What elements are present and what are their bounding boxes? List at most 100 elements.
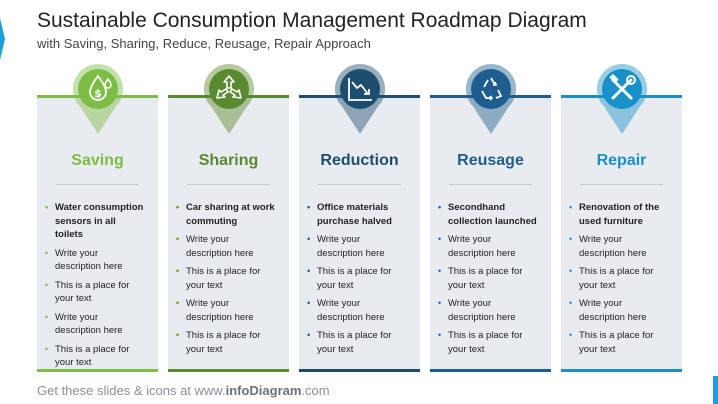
- bullet-dot: •: [438, 202, 442, 212]
- bullet-dot: •: [569, 202, 573, 212]
- bullet-list: •Office materials purchase halved•Write …: [307, 201, 407, 361]
- bullet-item: • This is a place for your text: [45, 279, 145, 306]
- footer-suffix: .com: [301, 383, 330, 398]
- bullet-text: This is a place for your text: [448, 266, 523, 291]
- bullet-dot: •: [569, 234, 573, 244]
- bullet-item: • This is a place for your text: [45, 343, 145, 370]
- bullet-text: This is a place for your text: [55, 343, 130, 369]
- bullet-text: This is a place for your text: [448, 330, 523, 355]
- bullet-text: Renovation of the used furniture: [579, 202, 660, 227]
- column-repair: [561, 95, 682, 372]
- bullet-dot: •: [569, 330, 573, 340]
- bullet-dot: •: [45, 247, 49, 258]
- bullet-item: • This is a place for your text: [176, 265, 276, 292]
- bullet-text: Write your description here: [317, 234, 385, 259]
- bullet-item: • Water consumption sensors in all toilet…: [45, 201, 145, 242]
- bullet-dot: •: [438, 234, 442, 244]
- column-title: Repair: [596, 152, 647, 169]
- bullet-text: This is a place for your text: [186, 330, 261, 355]
- bullet-text: Write your description here: [317, 298, 385, 323]
- bullet-item: • Write your description here: [45, 247, 145, 274]
- bullet-item: •Write your description here: [307, 233, 407, 260]
- bullet-text: Car sharing at work commuting: [186, 202, 275, 227]
- bullet-text: Write your description here: [448, 298, 516, 323]
- bullet-item: • This is a place for your text: [307, 265, 407, 292]
- money-drops-icon: $: [81, 72, 115, 106]
- bullet-dot: •: [176, 202, 180, 212]
- column-bottom-bar: [561, 369, 682, 372]
- column-bottom-bar: [168, 369, 289, 372]
- bullet-text: Write your description here: [55, 247, 123, 273]
- bullet-dot: •: [438, 330, 442, 340]
- footer-brand: infoDiagram: [225, 383, 302, 398]
- bullet-dot: •: [45, 279, 49, 290]
- bullet-text: This is a place for your text: [579, 330, 654, 355]
- bullet-item: • Write your description here: [176, 233, 276, 260]
- bullet-item: • This is a place for your text: [438, 329, 538, 356]
- column-bottom-bar: [37, 369, 158, 372]
- bullet-list: •Renovation of the used furniture•Write …: [569, 201, 669, 361]
- decrease-chart-icon: [343, 72, 377, 106]
- bullet-item: • This is a place for your text: [176, 329, 276, 356]
- bullet-dot: •: [307, 298, 311, 308]
- column-title: Reusage: [457, 152, 524, 169]
- bullet-item: • Write your description here: [569, 233, 669, 260]
- bullet-text: Write your description here: [448, 234, 516, 259]
- bullet-text: This is a place for your text: [186, 266, 261, 291]
- bullet-dot: •: [569, 298, 573, 308]
- bullet-dot: •: [45, 343, 49, 354]
- bullet-text: Write your description here: [55, 311, 123, 337]
- bullet-item: • This is a place for your text: [438, 265, 538, 292]
- bullet-item: • This is a place for your text: [307, 329, 407, 356]
- column-title: Sharing: [198, 152, 259, 169]
- bullet-item: •This is a place for your text: [569, 265, 669, 292]
- bullet-text: This is a place for your text: [317, 330, 392, 355]
- bullet-dot: •: [176, 330, 180, 340]
- column-saving: [37, 95, 158, 372]
- column-divider: [449, 184, 532, 185]
- bullet-item: • Write your description here: [45, 311, 145, 338]
- bullet-dot: •: [45, 311, 49, 322]
- bullet-text: Water consumption sensors in all toilets: [55, 202, 144, 240]
- share-arrows-icon: [212, 72, 246, 106]
- column-sharing: [168, 95, 289, 372]
- column-reduction: [299, 95, 420, 372]
- bullet-dot: •: [307, 202, 311, 212]
- column-title: Reduction: [320, 152, 399, 169]
- bullet-dot: •: [569, 266, 573, 276]
- column-divider: [56, 184, 139, 185]
- bullet-dot: •: [307, 330, 311, 340]
- column-divider: [318, 184, 401, 185]
- bullet-text: Write your description here: [579, 234, 647, 259]
- column-title: Saving: [71, 152, 124, 169]
- column-bottom-bar: [299, 369, 420, 372]
- bullet-list: •Secondhand collection launched•Write yo…: [438, 201, 538, 361]
- bullet-dot: •: [438, 266, 442, 276]
- bullet-item: •Secondhand collection launched: [438, 201, 538, 228]
- bullet-item: •Write your description here: [569, 297, 669, 324]
- pin-marker: [595, 62, 649, 140]
- bullet-dot: •: [45, 202, 49, 212]
- bullet-item: • Write your description here: [438, 233, 538, 260]
- bullet-text: This is a place for your text: [55, 279, 130, 305]
- bullet-dot: •: [307, 266, 311, 276]
- bullet-dot: •: [176, 298, 180, 308]
- bullet-item: • Write your description here: [307, 297, 407, 324]
- bullet-dot: •: [438, 298, 442, 308]
- pin-marker: [333, 62, 387, 140]
- pin-marker: $: [71, 62, 125, 140]
- bullet-item: •Write your description here: [176, 297, 276, 324]
- bullet-text: This is a place for your text: [317, 266, 392, 291]
- footer-credit[interactable]: Get these slides & icons at www.infoDiag…: [37, 383, 330, 398]
- svg-text:$: $: [94, 87, 102, 100]
- column-divider: [580, 184, 663, 185]
- tools-icon: [605, 72, 639, 106]
- bullet-dot: •: [176, 234, 180, 244]
- slide-subtitle: with Saving, Sharing, Reduce, Reusage, R…: [37, 36, 371, 51]
- bullet-item: •Office materials purchase halved: [307, 201, 407, 228]
- left-accent-marker: [0, 18, 5, 60]
- bullet-dot: •: [176, 266, 180, 276]
- bullet-item: • Renovation of the used furniture: [569, 201, 669, 228]
- bullet-text: Write your description here: [186, 234, 254, 259]
- right-accent-marker: [713, 376, 718, 404]
